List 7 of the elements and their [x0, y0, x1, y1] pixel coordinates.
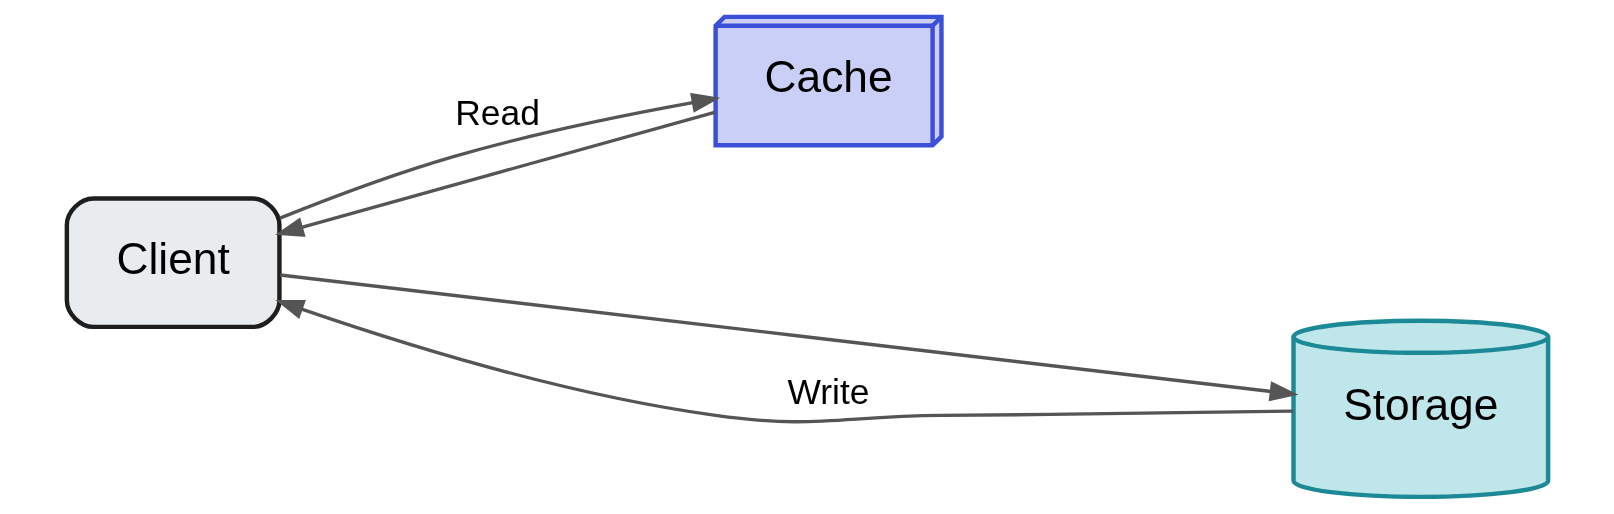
arrow	[274, 110, 716, 237]
arrow	[279, 273, 1298, 402]
arrow	[274, 299, 1293, 424]
edge-label: Write	[787, 371, 870, 412]
arrow	[278, 92, 720, 220]
node-box: Client	[64, 196, 282, 330]
edge-label: Read	[454, 92, 540, 133]
